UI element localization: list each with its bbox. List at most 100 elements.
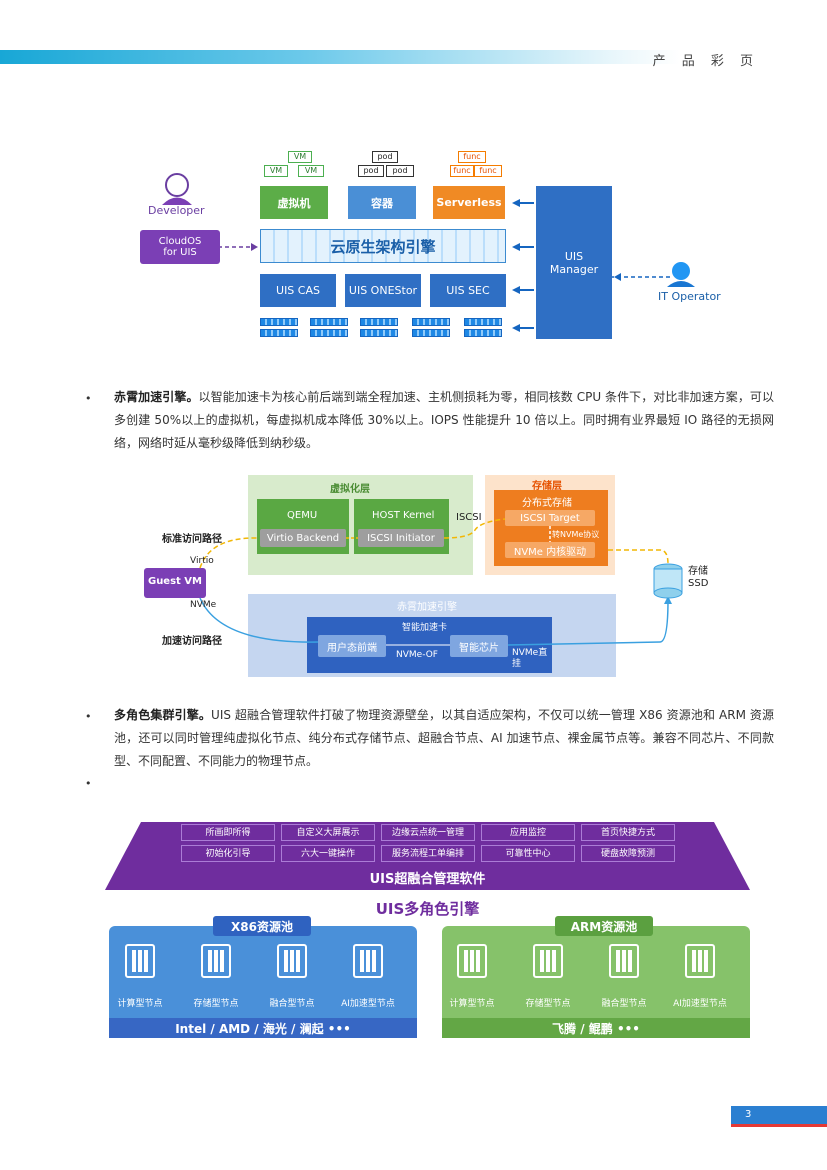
- server-node-icon: [457, 944, 487, 978]
- pod-tag: pod: [358, 165, 384, 177]
- feature-cell: 所画即所得: [181, 824, 275, 841]
- pod-tag: pod: [372, 151, 398, 163]
- accel-engine-text: 以智能加速卡为核心前后端到端全程加速、主机侧损耗为零，相同核数 CPU 条件下，…: [114, 390, 774, 450]
- server-node-icon: [533, 944, 563, 978]
- vm-box: 虚拟机: [260, 186, 328, 219]
- uis-manager-box: UIS Manager: [536, 186, 612, 339]
- std-path-label: 标准访问路径: [162, 534, 222, 545]
- feature-cell: 六大一键操作: [281, 845, 375, 862]
- server-icon: [464, 318, 502, 338]
- server-icon: [310, 318, 348, 338]
- header-accent-bar: [0, 50, 680, 64]
- server-icon: [260, 318, 298, 338]
- feature-cell: 自定义大屏展示: [281, 824, 375, 841]
- server-node-icon: [353, 944, 383, 978]
- cloud-architecture-diagram: Developer CloudOS for UIS VM VM VM pod p…: [140, 145, 740, 345]
- multi-role-diagram: 所画即所得 自定义大屏展示 边缘云点统一管理 应用监控 首页快捷方式 初始化引导…: [105, 820, 750, 1040]
- arm-node-label: 融合型节点: [601, 999, 647, 1009]
- nvme-direct-label: NVMe直 挂: [512, 648, 548, 669]
- page-number-accent: [731, 1124, 827, 1127]
- virt-layer-label: 虚拟化层: [330, 484, 370, 495]
- bullet: •: [85, 392, 92, 405]
- arm-node-label: 存储型节点: [525, 999, 571, 1009]
- diagram1-connectors: [162, 173, 695, 332]
- arm-node-label: 计算型节点: [449, 999, 495, 1009]
- virtio-backend-box: Virtio Backend: [260, 529, 346, 547]
- feature-cell: 边缘云点统一管理: [381, 824, 475, 841]
- diagram3-background: [105, 822, 750, 1038]
- uis-software-label: UIS超融合管理软件: [369, 872, 486, 887]
- feature-cell: 首页快捷方式: [581, 824, 675, 841]
- uis-engine-label: UIS多角色引擎: [375, 900, 480, 918]
- arm-node-label: AI加速型节点: [673, 999, 727, 1009]
- feature-cell: 可靠性中心: [481, 845, 575, 862]
- arm-vendors-label: 飞腾 / 鲲鹏 •••: [552, 1022, 640, 1036]
- iscsi-initiator-box: ISCSI Initiator: [358, 529, 444, 547]
- server-node-icon: [125, 944, 155, 978]
- acceleration-diagram: 虚拟化层 QEMU Virtio Backend HOST Kernel ISC…: [140, 472, 720, 687]
- x86-node-label: 融合型节点: [269, 999, 315, 1009]
- func-tag: func: [474, 165, 502, 177]
- accel-engine-label: 赤霄加速引擎: [397, 602, 457, 613]
- smart-card-label: 智能加速卡: [402, 623, 448, 633]
- qemu-label: QEMU: [287, 510, 318, 521]
- smart-chip-box: 智能芯片: [450, 635, 508, 657]
- feature-cell: 硬盘故障预测: [581, 845, 675, 862]
- it-operator-icon: [667, 262, 695, 287]
- accel-path-label: 加速访问路径: [162, 636, 222, 647]
- vm-tag: VM: [288, 151, 312, 163]
- uis-cas-box: UIS CAS: [260, 274, 336, 307]
- header-label: 产 品 彩 页: [652, 54, 759, 69]
- vm-tag: VM: [298, 165, 324, 177]
- server-node-icon: [201, 944, 231, 978]
- diagram2-background: [144, 475, 683, 677]
- vm-tag: VM: [264, 165, 288, 177]
- bullet: •: [85, 710, 92, 723]
- storage-ssd-label: 存储 SSD: [688, 566, 709, 589]
- func-tag: func: [458, 151, 486, 163]
- nvme-label: NVMe: [190, 600, 217, 610]
- virtio-label: Virtio: [190, 556, 214, 566]
- arm-pool-title: ARM资源池: [570, 920, 638, 934]
- uis-onestor-box: UIS ONEStor: [345, 274, 421, 307]
- to-nvme-label: 转NVMe协议: [552, 530, 600, 539]
- x86-vendors-label: Intel / AMD / 海光 / 澜起 •••: [175, 1022, 351, 1036]
- guest-vm-label: Guest VM: [147, 576, 202, 587]
- container-box: 容器: [348, 186, 416, 219]
- ssd-icon: [653, 563, 683, 599]
- accel-engine-title: 赤霄加速引擎。: [114, 390, 199, 404]
- server-node-icon: [685, 944, 715, 978]
- storage-layer-label: 存储层: [532, 481, 562, 492]
- x86-node-label: 存储型节点: [193, 999, 239, 1009]
- server-icon: [412, 318, 450, 338]
- iscsi-target-box: ISCSI Target: [505, 510, 595, 526]
- server-node-icon: [277, 944, 307, 978]
- server-node-icon: [609, 944, 639, 978]
- multi-role-paragraph: 多角色集群引擎。UIS 超融合管理软件打破了物理资源壁垒，以其自适应架构，不仅可…: [114, 704, 774, 773]
- feature-cell: 应用监控: [481, 824, 575, 841]
- multi-role-title: 多角色集群引擎。: [114, 708, 212, 722]
- x86-pool-title: X86资源池: [231, 920, 293, 934]
- x86-node-label: 计算型节点: [117, 999, 163, 1009]
- nvme-driver-box: NVMe 内核驱动: [505, 542, 595, 558]
- serverless-box: Serverless: [433, 186, 505, 219]
- uis-manager-label: UIS Manager: [549, 249, 599, 276]
- server-icon: [360, 318, 398, 338]
- bullet: •: [85, 777, 92, 790]
- feature-cell: 服务流程工单编排: [381, 845, 475, 862]
- cloudos-label: CloudOS for UIS: [158, 236, 202, 258]
- it-operator-label: IT Operator: [658, 290, 721, 303]
- cloud-native-engine-box: 云原生架构引擎: [260, 229, 506, 263]
- developer-label: Developer: [148, 204, 205, 217]
- nvme-of-label: NVMe-OF: [396, 650, 438, 660]
- func-tag: func: [450, 165, 474, 177]
- accel-engine-paragraph: 赤霄加速引擎。以智能加速卡为核心前后端到端全程加速、主机侧损耗为零，相同核数 C…: [114, 386, 774, 455]
- x86-node-label: AI加速型节点: [341, 999, 395, 1009]
- iscsi-label: ISCSI: [456, 512, 482, 523]
- cloudos-box: CloudOS for UIS: [140, 230, 220, 264]
- dist-storage-label: 分布式存储: [522, 498, 572, 509]
- cloud-native-engine-label: 云原生架构引擎: [330, 237, 436, 256]
- pod-tag: pod: [386, 165, 414, 177]
- user-frontend-box: 用户态前端: [318, 635, 386, 657]
- feature-cell: 初始化引导: [181, 845, 275, 862]
